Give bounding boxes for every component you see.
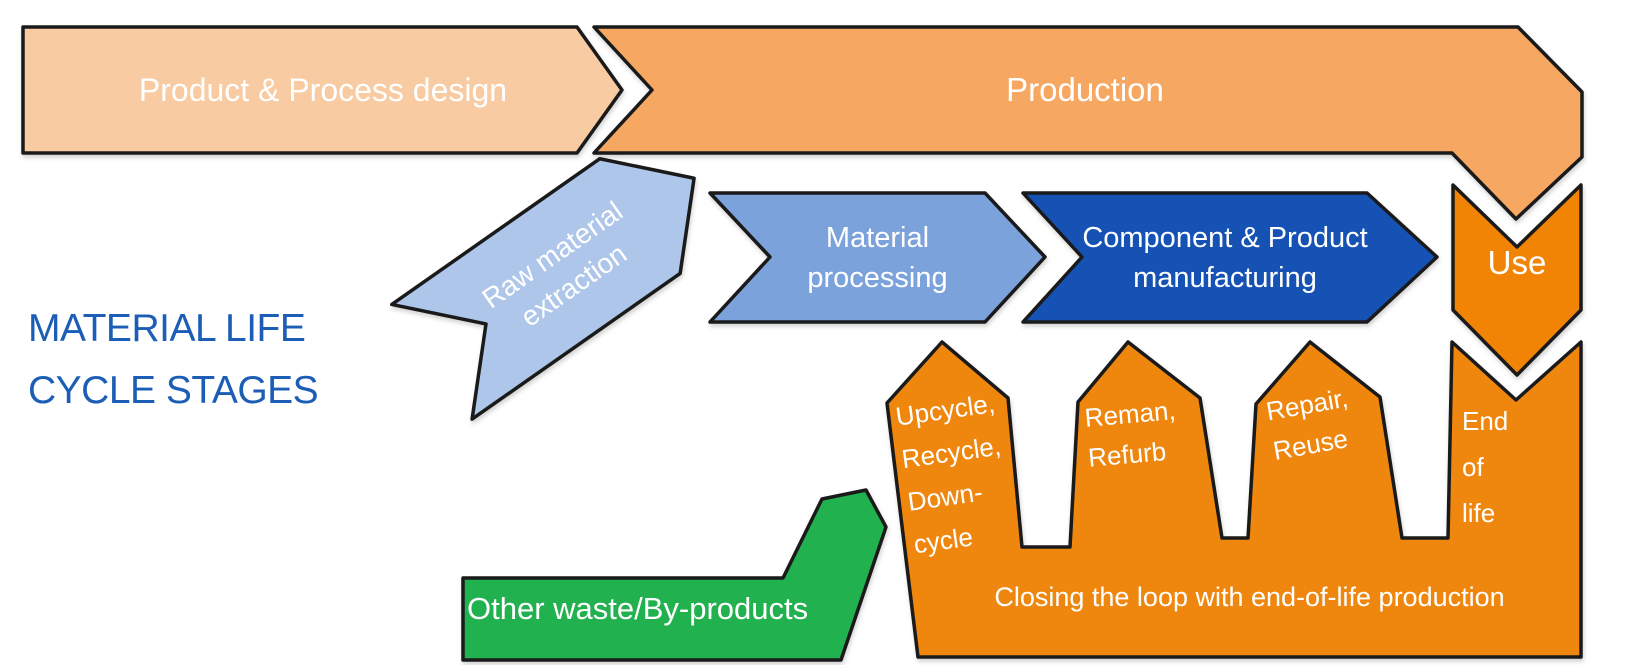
closing-the-loop-caption: Closing the loop with end-of-life produc… <box>994 582 1505 612</box>
material-processing-label: Material processing <box>807 221 948 294</box>
component-product-manufacturing-arrow <box>1021 191 1439 324</box>
diagram-title: MATERIAL LIFE CYCLE STAGES <box>28 307 319 412</box>
turret-reman-refurb-label: Reman, Refurb <box>1083 395 1177 473</box>
end-of-life-loop-shape <box>885 340 1583 659</box>
other-waste-byproducts-label: Other waste/By-products <box>467 591 809 626</box>
production-stage-label: Production <box>1006 71 1164 108</box>
material-processing-arrow <box>708 191 1047 324</box>
other-waste-shape <box>461 488 888 662</box>
production-stage-arrow <box>592 25 1584 221</box>
component-product-manufacturing-label: Component & Product manufacturing <box>1082 221 1368 294</box>
use-stage-label: Use <box>1487 243 1547 281</box>
design-stage-label: Product & Process design <box>138 71 508 108</box>
end-of-life-label: End of life <box>1462 406 1509 528</box>
raw-material-extraction-arrow <box>390 156 696 421</box>
design-stage-arrow <box>21 25 624 155</box>
turret-repair-reuse-label: Repair, Reuse <box>1263 382 1351 466</box>
use-stage-chevron <box>1451 183 1583 377</box>
